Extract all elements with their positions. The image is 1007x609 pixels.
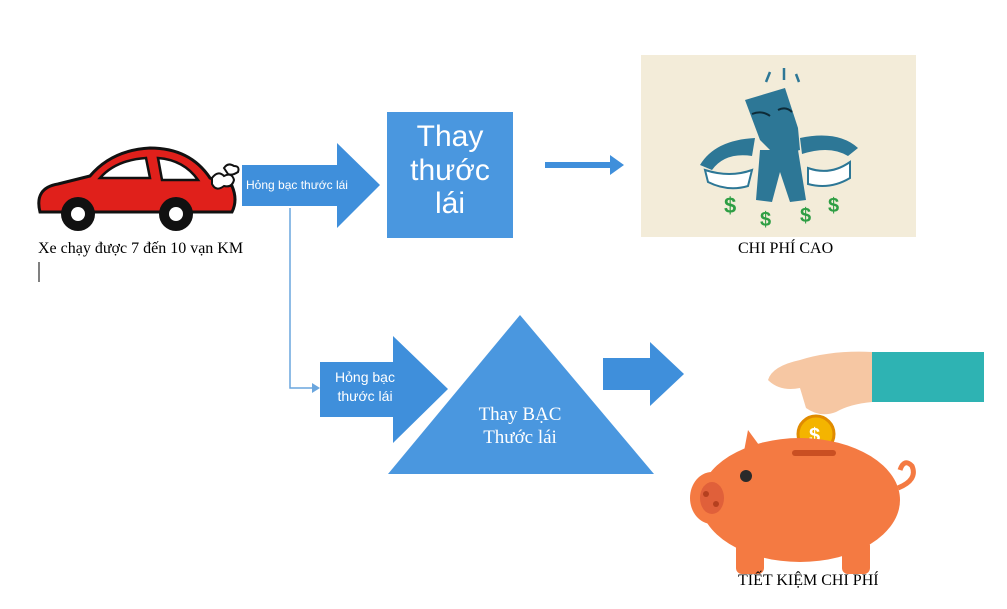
replace-rack-box [387, 112, 513, 238]
svg-text:$: $ [724, 193, 736, 218]
box-line-2: thước [410, 153, 490, 187]
top-result-arrow [545, 155, 624, 175]
top-label-arrow [242, 143, 380, 228]
svg-text:$: $ [760, 209, 771, 231]
box-line-3: lái [434, 187, 465, 221]
high-cost-caption: CHI PHÍ CAO [738, 240, 834, 257]
red-car-icon [37, 146, 240, 231]
triangle-line-1: Thay BẠC [478, 404, 562, 425]
start-caption: Xe chạy được 7 đến 10 vạn KM [38, 240, 244, 257]
replace-rack-box-label: Thay thước lái [387, 120, 513, 221]
connector-arrowhead [312, 383, 320, 393]
svg-text:$: $ [828, 195, 839, 217]
box-line-1: Thay [416, 120, 484, 153]
piggy-bank-coin-icon: $ [690, 351, 984, 574]
bottom-label-arrow [320, 336, 448, 443]
connector-line [289, 208, 314, 389]
save-cost-caption: TIẾT KIỆM CHI PHÍ [738, 572, 879, 589]
bottom-arrow-line-1: Hỏng bạc [335, 369, 395, 385]
bottom-result-arrow [603, 342, 684, 406]
replace-bushing-triangle-label: Thay BẠC Thước lái [450, 404, 590, 450]
empty-pockets-person-icon: $ $ $ $ [641, 55, 916, 237]
svg-text:$: $ [800, 205, 811, 227]
triangle-line-2: Thước lái [483, 426, 557, 448]
svg-text:$: $ [809, 425, 820, 447]
top-arrow-label: Hỏng bạc thước lái [246, 178, 348, 192]
bottom-arrow-label: Hỏng bạc thước lái [326, 368, 404, 406]
bottom-arrow-line-2: thước lái [337, 387, 393, 404]
replace-bushing-triangle [388, 315, 654, 474]
